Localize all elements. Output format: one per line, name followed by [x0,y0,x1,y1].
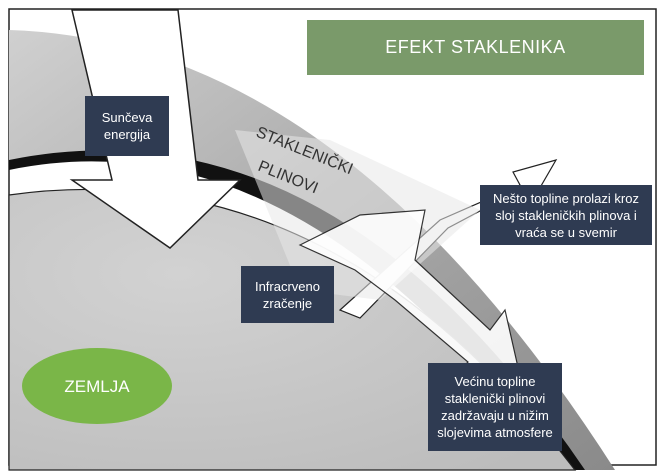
retained-line1: Većinu topline [454,374,536,389]
escape-line2: sloj stakleničkih plinova i [495,207,637,223]
greenhouse-gas-patch [235,130,480,300]
escape-line3: vraća se u svemir [515,224,617,240]
earth-ellipse [22,348,172,424]
escape-box: Nešto topline prolazi kroz sloj stakleni… [480,185,652,245]
page-title: EFEKT STAKLENIKA [385,37,566,57]
retained-box: Većinu topline staklenički plinovi zadrž… [428,363,562,451]
title-banner: EFEKT STAKLENIKA [307,20,644,75]
retained-line3: zadržavaju u nižim [441,408,549,423]
earth-label: ZEMLJA [64,377,130,396]
sun-energy-line1: Sunčeva [101,110,153,125]
sun-energy-box: Sunčeva energija [85,96,169,156]
infrared-line1: Infracrveno [254,278,321,294]
retained-line4: slojevima atmosfere [437,425,553,440]
infrared-line2: zračenje [262,295,313,311]
escape-line1: Nešto topline prolazi kroz [493,190,639,206]
infrared-box: Infracrveno zračenje [241,266,334,323]
retained-line2: staklenički plinovi [444,391,546,406]
sun-energy-line2: energija [103,127,151,142]
